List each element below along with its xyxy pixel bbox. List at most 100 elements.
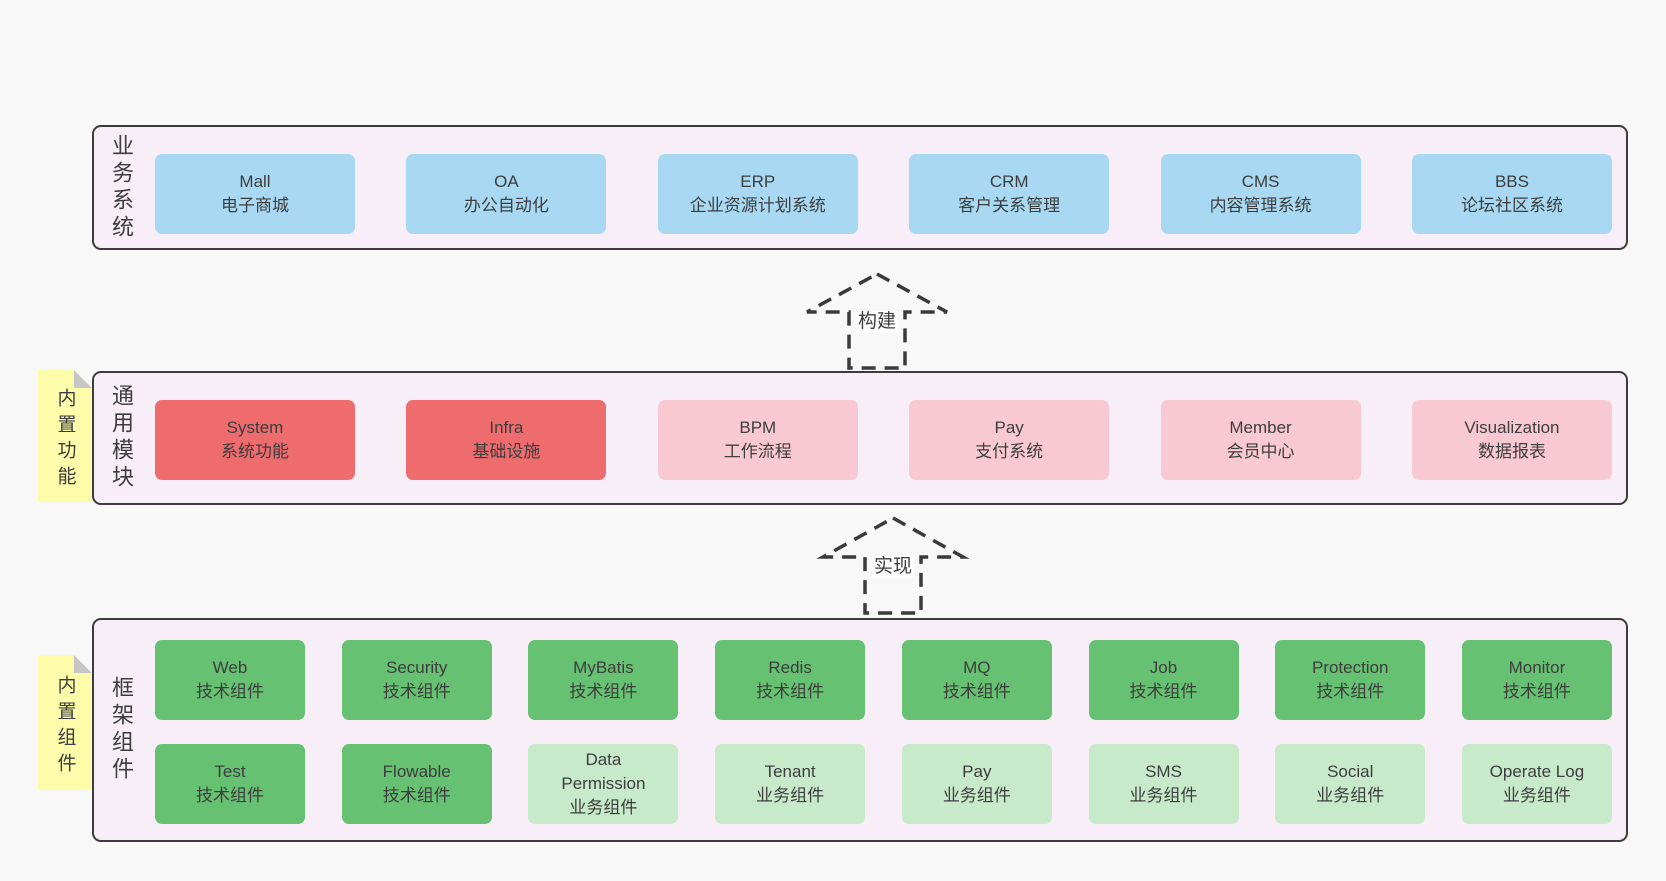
component-box-security: Security 技术组件 bbox=[341, 640, 492, 720]
arrow-implement-label: 实现 bbox=[872, 556, 915, 578]
component-box-sms: SMS 业务组件 bbox=[1088, 744, 1239, 824]
box-title: Flowable bbox=[382, 762, 451, 781]
box-subtitle: 客户关系管理 bbox=[958, 196, 1061, 215]
arrow-build-label: 构建 bbox=[856, 311, 899, 333]
system-box-bbs: BBS 论坛社区系统 bbox=[1411, 154, 1612, 234]
component-box-mq: MQ 技术组件 bbox=[901, 640, 1052, 720]
system-box-erp: ERP 企业资源计划系统 bbox=[657, 154, 858, 234]
box-title: BPM bbox=[739, 418, 777, 437]
box-subtitle: 技术组件 bbox=[942, 682, 1011, 701]
box-subtitle: 内容管理系统 bbox=[1209, 196, 1312, 215]
box-title: Data Permission bbox=[561, 750, 646, 793]
system-box-oa: OA 办公自动化 bbox=[406, 154, 607, 234]
box-title: CMS bbox=[1241, 172, 1280, 191]
box-subtitle: 业务组件 bbox=[756, 786, 825, 805]
box-subtitle: 技术组件 bbox=[382, 786, 451, 805]
box-subtitle: 工作流程 bbox=[723, 442, 792, 461]
band-business-systems: 业务系统 Mall 电子商城 OA 办公自动化 ERP 企业资源计划系统 CRM… bbox=[92, 125, 1628, 250]
box-title: BBS bbox=[1494, 172, 1529, 191]
framework-row-tech: Web 技术组件 Security 技术组件 MyBatis 技术组件 Redi… bbox=[155, 640, 1612, 720]
box-title: System bbox=[226, 418, 284, 437]
component-box-social: Social 业务组件 bbox=[1275, 744, 1426, 824]
box-title: MQ bbox=[963, 658, 991, 677]
box-title: CRM bbox=[989, 172, 1029, 191]
component-box-data-permission: Data Permission 业务组件 bbox=[528, 744, 679, 824]
component-box-mybatis: MyBatis 技术组件 bbox=[528, 640, 679, 720]
box-title: SMS bbox=[1145, 762, 1182, 781]
module-box-member: Member 会员中心 bbox=[1160, 400, 1361, 480]
sticky-note-text: 内置功能 bbox=[54, 387, 76, 492]
box-title: Job bbox=[1149, 658, 1178, 677]
system-box-mall: Mall 电子商城 bbox=[155, 154, 355, 234]
band-common-modules-content: System 系统功能 Infra 基础设施 BPM 工作流程 Pay 支付系统… bbox=[155, 400, 1612, 480]
box-subtitle: 论坛社区系统 bbox=[1460, 196, 1563, 215]
band-framework-components: 框架组件 Web 技术组件 Security 技术组件 MyBatis 技术组件… bbox=[92, 618, 1628, 842]
box-subtitle: 办公自动化 bbox=[463, 196, 549, 215]
box-subtitle: 业务组件 bbox=[942, 786, 1011, 805]
band-framework-components-label: 框架组件 bbox=[109, 676, 134, 784]
sticky-note-builtin-components: 内置组件 bbox=[38, 655, 92, 790]
box-subtitle: 支付系统 bbox=[975, 442, 1044, 461]
sticky-note-builtin-features: 内置功能 bbox=[38, 370, 92, 502]
box-subtitle: 技术组件 bbox=[756, 682, 825, 701]
box-subtitle: 企业资源计划系统 bbox=[689, 196, 826, 215]
box-title: MyBatis bbox=[573, 658, 634, 677]
box-subtitle: 技术组件 bbox=[196, 786, 264, 805]
box-subtitle: 技术组件 bbox=[196, 682, 264, 701]
box-subtitle: 会员中心 bbox=[1226, 442, 1295, 461]
box-title: Monitor bbox=[1508, 658, 1566, 677]
box-title: Security bbox=[385, 658, 448, 677]
component-box-pay: Pay 业务组件 bbox=[901, 744, 1052, 824]
box-subtitle: 电子商城 bbox=[221, 196, 289, 215]
box-subtitle: 技术组件 bbox=[569, 682, 638, 701]
box-title: Web bbox=[212, 658, 248, 677]
component-box-test: Test 技术组件 bbox=[155, 744, 305, 824]
folded-corner-icon bbox=[74, 655, 92, 673]
component-box-operate-log: Operate Log 业务组件 bbox=[1461, 744, 1612, 824]
system-box-crm: CRM 客户关系管理 bbox=[909, 154, 1110, 234]
folded-corner-icon bbox=[74, 370, 92, 388]
component-box-redis: Redis 技术组件 bbox=[715, 640, 866, 720]
box-title: Operate Log bbox=[1489, 762, 1585, 781]
module-box-bpm: BPM 工作流程 bbox=[657, 400, 858, 480]
dashed-up-arrow-implement bbox=[816, 515, 970, 615]
band-common-modules-label: 通用模块 bbox=[109, 384, 134, 492]
box-subtitle: 业务组件 bbox=[1502, 786, 1571, 805]
box-title: Test bbox=[214, 762, 246, 781]
module-box-visualization: Visualization 数据报表 bbox=[1411, 400, 1612, 480]
box-subtitle: 系统功能 bbox=[221, 442, 289, 461]
box-title: Mall bbox=[239, 172, 271, 191]
module-box-pay: Pay 支付系统 bbox=[909, 400, 1110, 480]
box-title: OA bbox=[494, 172, 519, 191]
box-title: Pay bbox=[962, 762, 992, 781]
component-box-job: Job 技术组件 bbox=[1088, 640, 1239, 720]
band-business-systems-label: 业务系统 bbox=[109, 133, 134, 242]
box-subtitle: 业务组件 bbox=[1316, 786, 1385, 805]
box-subtitle: 业务组件 bbox=[1129, 786, 1198, 805]
box-title: Visualization bbox=[1464, 418, 1560, 437]
box-title: Pay bbox=[994, 418, 1024, 437]
box-title: Social bbox=[1327, 762, 1374, 781]
module-box-system: System 系统功能 bbox=[155, 400, 355, 480]
component-box-monitor: Monitor 技术组件 bbox=[1461, 640, 1612, 720]
band-business-systems-content: Mall 电子商城 OA 办公自动化 ERP 企业资源计划系统 CRM 客户关系… bbox=[155, 154, 1612, 234]
box-title: Infra bbox=[489, 418, 524, 437]
dashed-up-arrow-build bbox=[806, 272, 948, 370]
component-box-protection: Protection 技术组件 bbox=[1275, 640, 1426, 720]
box-subtitle: 业务组件 bbox=[569, 798, 638, 817]
box-title: Member bbox=[1229, 418, 1292, 437]
box-subtitle: 技术组件 bbox=[1129, 682, 1198, 701]
framework-row-business: Test 技术组件 Flowable 技术组件 Data Permission … bbox=[155, 744, 1612, 824]
system-box-cms: CMS 内容管理系统 bbox=[1160, 154, 1361, 234]
box-subtitle: 技术组件 bbox=[1502, 682, 1571, 701]
box-subtitle: 技术组件 bbox=[382, 682, 451, 701]
sticky-note-text: 内置组件 bbox=[54, 674, 76, 779]
box-title: ERP bbox=[740, 172, 776, 191]
module-box-infra: Infra 基础设施 bbox=[406, 400, 607, 480]
box-subtitle: 基础设施 bbox=[472, 442, 541, 461]
box-title: Tenant bbox=[764, 762, 816, 781]
band-common-modules: 通用模块 System 系统功能 Infra 基础设施 BPM 工作流程 Pay… bbox=[92, 371, 1628, 505]
box-subtitle: 技术组件 bbox=[1316, 682, 1385, 701]
component-box-flowable: Flowable 技术组件 bbox=[341, 744, 492, 824]
box-title: Redis bbox=[768, 658, 812, 677]
